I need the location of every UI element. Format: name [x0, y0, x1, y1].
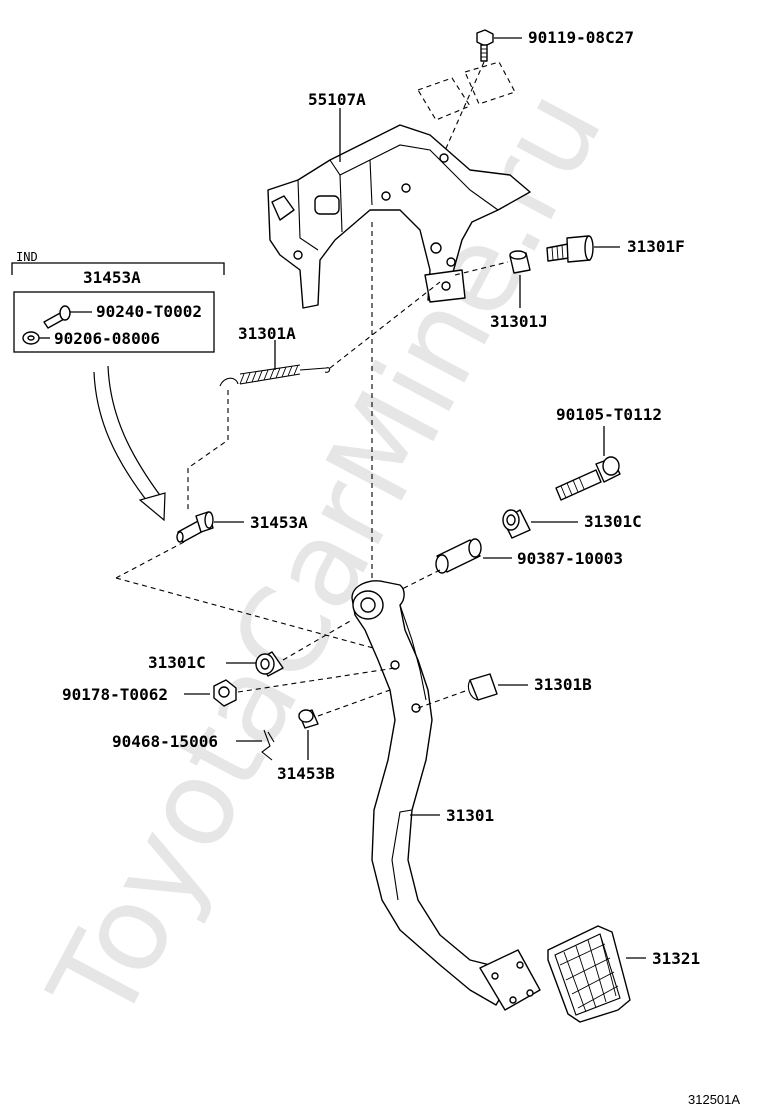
label-90105: 90105-T0112 [556, 405, 662, 424]
label-31453A: 31453A [250, 513, 308, 532]
label-90387: 90387-10003 [517, 549, 623, 568]
figure-code: 312501A [688, 1092, 740, 1107]
kit-item-2: 90206-08006 [54, 329, 160, 348]
nut-90178-icon [213, 679, 237, 707]
dash-bolt-top [439, 61, 485, 163]
label-31301C-left: 31301C [148, 653, 206, 672]
kit-arrow-right [107, 365, 163, 499]
dash-31453B [317, 689, 391, 717]
spring-31301A-icon [219, 364, 331, 387]
kit-washer-icon [22, 331, 40, 345]
dash-bushing-left [282, 619, 353, 661]
label-31301C-right: 31301C [584, 512, 642, 531]
dash-31301J [454, 261, 509, 276]
dash-pin-left [115, 541, 185, 579]
label-bracket: 55107A [308, 90, 366, 109]
bushing-31453B-icon [298, 709, 319, 729]
dash-pin-to-arm [115, 577, 411, 659]
label-31301F: 31301F [627, 237, 685, 256]
label-31453B: 31453B [277, 764, 335, 783]
kit-arrow-head [138, 492, 166, 522]
label-90468: 90468-15006 [112, 732, 218, 751]
clip-90468-icon [261, 729, 275, 761]
collar-90387-icon [435, 538, 482, 574]
kit-bolt-icon [43, 305, 71, 329]
dash-spring-bottom [187, 390, 229, 510]
label-90178: 90178-T0062 [62, 685, 168, 704]
dash-collar [399, 569, 441, 591]
pedal-bracket-55107A [267, 124, 531, 309]
label-31301B: 31301B [534, 675, 592, 694]
kit-part-label: 31453A [83, 268, 141, 287]
label-31321: 31321 [652, 949, 700, 968]
label-bolt-top: 90119-08C27 [528, 28, 634, 47]
label-31301J: 31301J [490, 312, 548, 331]
bushing-31301C-left-icon [255, 651, 284, 677]
stopper-31301B-icon [467, 673, 498, 701]
bolt-90119-icon [476, 29, 494, 62]
pedal-pad-31321 [547, 925, 631, 1023]
pedal-arm-31301 [351, 580, 541, 1011]
kit-box [13, 291, 215, 353]
pin-31453A-icon [176, 511, 214, 543]
bolt-31301F-icon [546, 235, 594, 263]
bushing-31301J-icon [509, 250, 531, 274]
ref-plate-2 [464, 61, 516, 105]
ref-plate-1 [417, 77, 471, 121]
bolt-90105-icon [555, 456, 621, 501]
label-31301: 31301 [446, 806, 494, 825]
kit-group-label: IND [16, 250, 38, 264]
kit-arrow-left [93, 371, 151, 506]
kit-item-1: 90240-T0002 [96, 302, 202, 321]
bushing-31301C-right-icon [502, 509, 531, 539]
label-31301A: 31301A [238, 324, 296, 343]
kit-bracket-line [11, 262, 225, 275]
